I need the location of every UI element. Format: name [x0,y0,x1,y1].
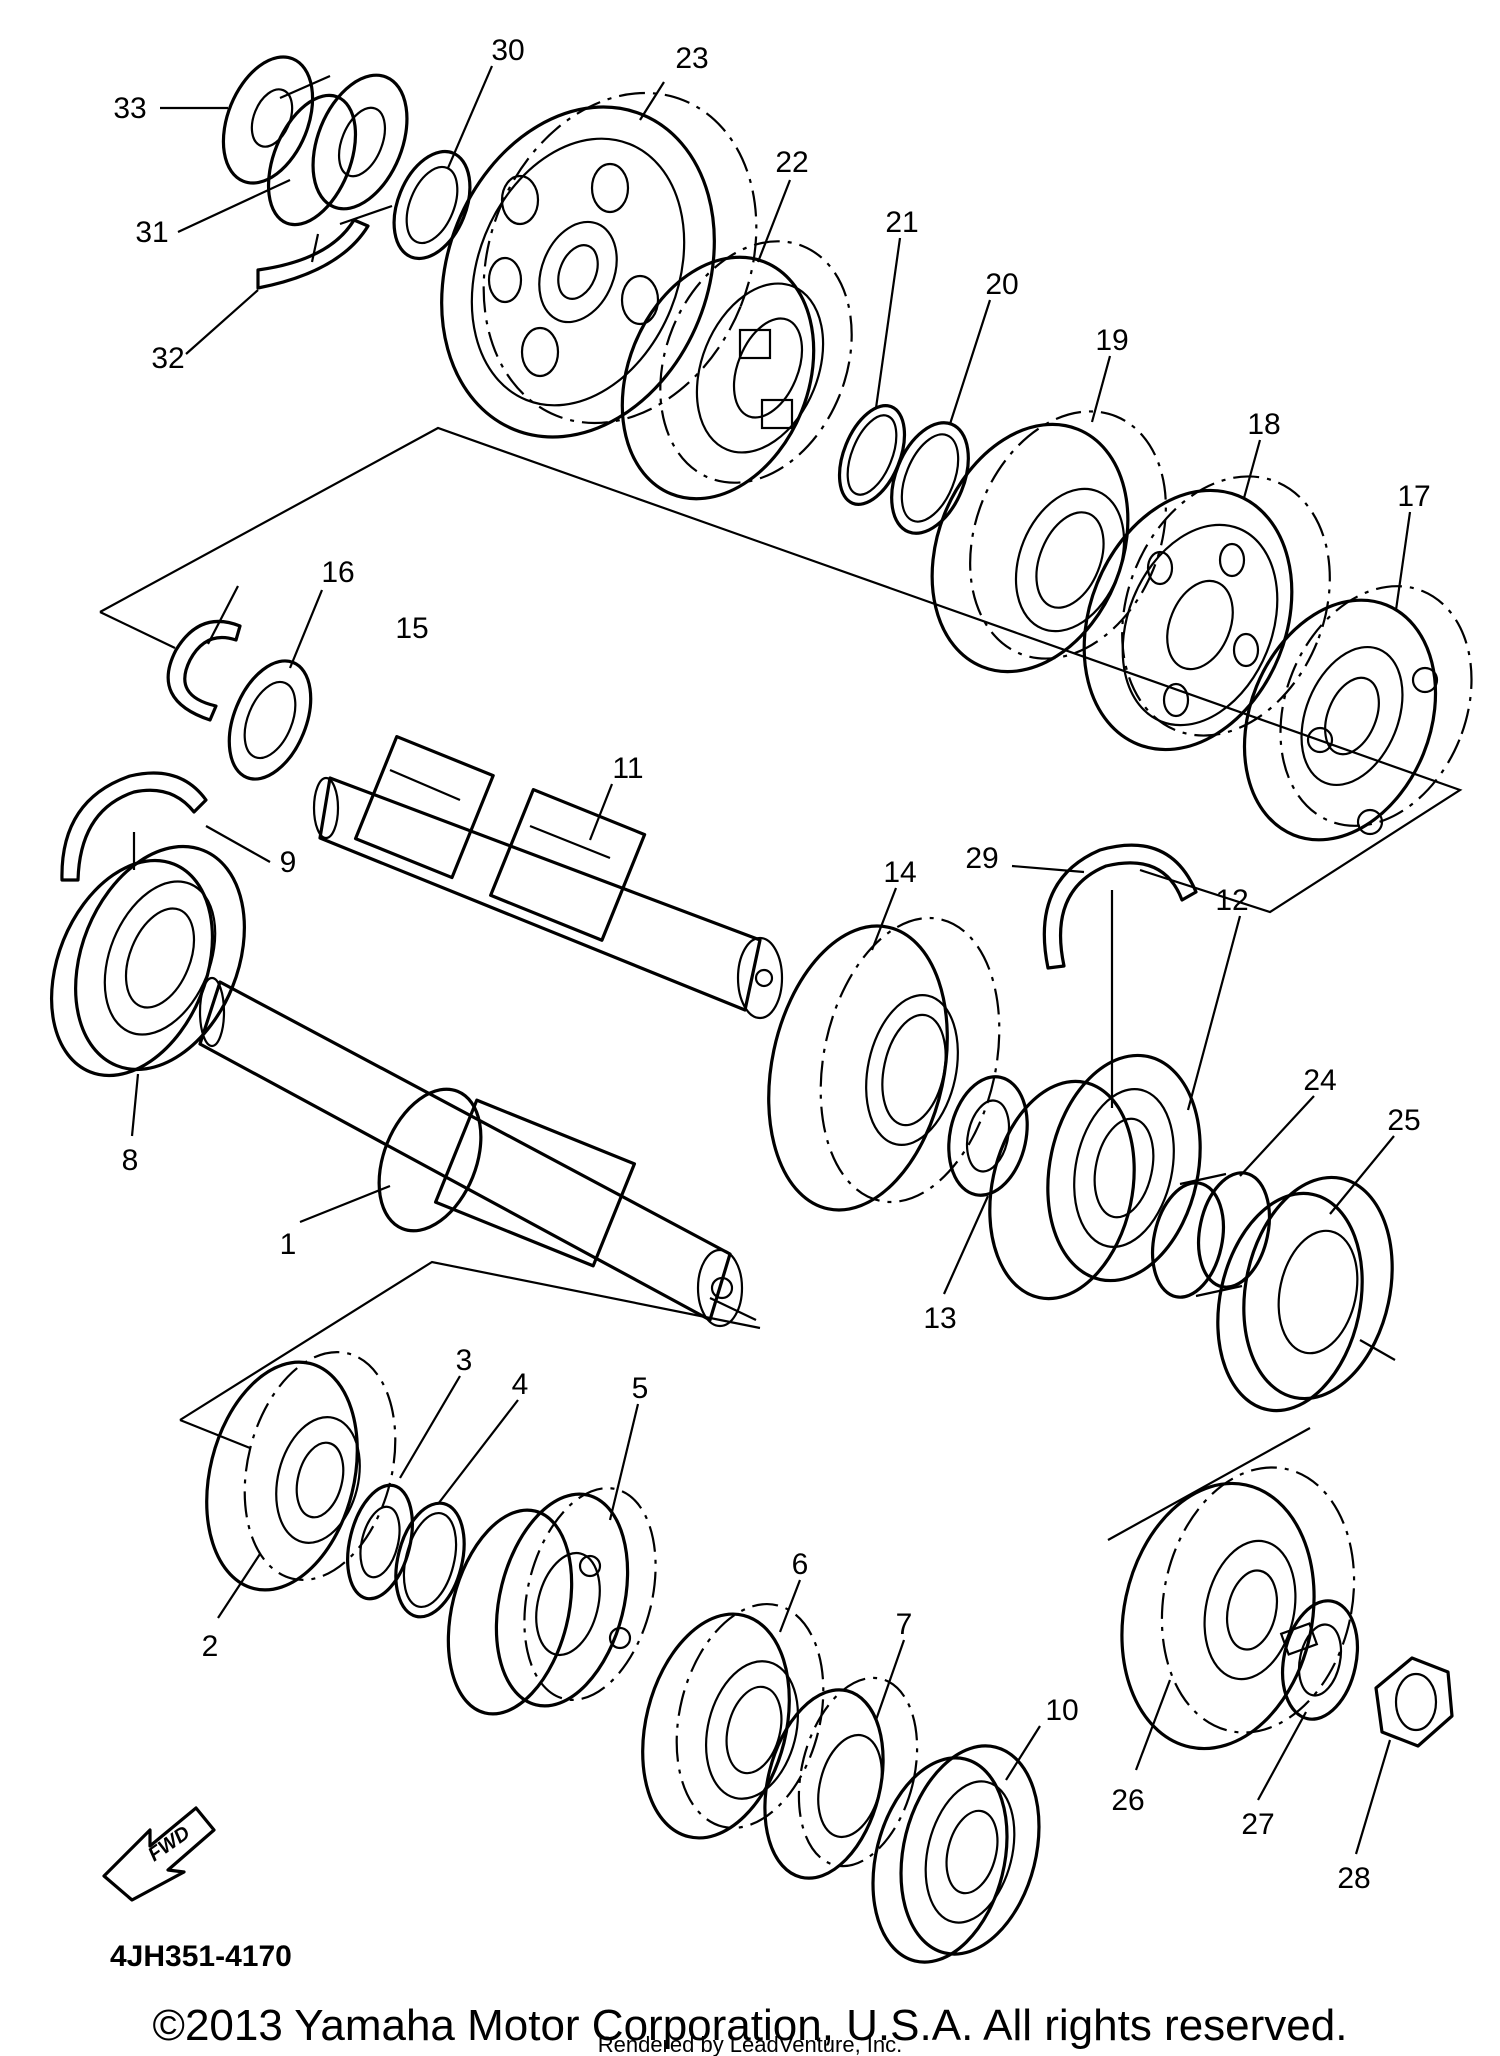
callout-28: 28 [1337,1862,1370,1895]
callout-12: 12 [1215,884,1248,917]
callout-14: 14 [883,856,916,889]
callout-26: 26 [1111,1784,1144,1817]
callout-32: 32 [151,342,184,375]
callout-22: 22 [775,146,808,179]
part-13-washer[interactable] [938,1069,1037,1202]
callout-5: 5 [632,1372,649,1405]
leader-lines [130,65,1412,1855]
callout-11: 11 [612,752,643,785]
callout-10: 10 [1045,1694,1078,1727]
callout-4: 4 [512,1368,529,1401]
callout-8: 8 [122,1144,139,1177]
part-23-gear[interactable] [394,52,804,479]
callout-17: 17 [1397,480,1430,513]
part-25-oil-seal[interactable] [1199,1163,1412,1424]
assembly-outlines [99,426,1463,1541]
callout-25: 25 [1387,1104,1420,1137]
part-1-drive-axle[interactable] [198,976,744,1328]
diagram-code: 4JH351-4170 [110,1940,292,1973]
part-16-circlip[interactable] [166,619,242,722]
callout-30: 30 [491,34,524,67]
part-2-gear[interactable] [184,1336,418,1606]
part-28-nut[interactable] [1374,1656,1454,1748]
part-11-main-axle[interactable] [312,734,784,1020]
callout-15: 15 [395,612,428,645]
part-9-circlip[interactable] [60,771,208,882]
fwd-arrow-icon: FWD [102,1806,216,1902]
callout-27: 27 [1241,1808,1274,1841]
part-5-gear[interactable] [429,1474,677,1727]
callout-24: 24 [1303,1064,1336,1097]
callout-21: 21 [885,206,918,239]
callout-16: 16 [321,556,354,589]
callout-7: 7 [896,1608,913,1641]
callout-31: 31 [135,216,168,249]
callout-20: 20 [985,268,1018,301]
part-20-washer[interactable] [877,411,984,544]
callout-6: 6 [792,1548,809,1581]
part-18-gear[interactable] [1047,445,1367,781]
callout-2: 2 [202,1630,219,1663]
callout-33: 33 [113,92,146,125]
part-15-washer[interactable] [213,649,326,791]
part-31-bearing[interactable] [251,61,425,237]
part-27-lock-washer[interactable] [1272,1594,1367,1726]
part-6-gear[interactable] [621,1588,846,1853]
callout-3: 3 [456,1344,473,1377]
callout-18: 18 [1247,408,1280,441]
callout-labels: 1 2 3 4 5 6 7 8 9 10 11 12 13 14 15 16 1… [113,34,1430,1895]
part-14-gear[interactable] [744,901,1024,1226]
part-32-circlip[interactable] [256,218,370,290]
callout-23: 23 [675,42,708,75]
callout-1: 1 [280,1228,297,1261]
part-4-circlip[interactable] [385,1496,475,1624]
callout-9: 9 [280,846,297,879]
copyright-notice: ©2013 Yamaha Motor Corporation, U.S.A. A… [153,2001,1348,2050]
callout-19: 19 [1095,324,1128,357]
part-30-washer[interactable] [379,140,484,269]
callout-13: 13 [923,1302,956,1335]
part-29-circlip[interactable] [1042,843,1198,1108]
callout-29: 29 [965,842,998,875]
part-19-gear[interactable] [897,382,1202,701]
part-26-drive-sprocket[interactable] [1098,1449,1378,1766]
part-22-gear[interactable] [588,212,887,527]
part-7-gear[interactable] [746,1665,935,1890]
part-10-bearing[interactable] [853,1731,1060,1976]
part-8-bearing[interactable] [21,821,275,1099]
part-17-gear[interactable] [1210,557,1500,868]
rendered-by-notice: Rendered by LeadVenture, Inc. [598,2032,903,2056]
